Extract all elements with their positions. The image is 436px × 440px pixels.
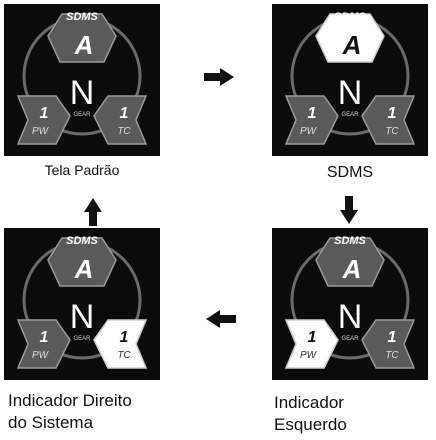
mode-value: A <box>342 254 362 284</box>
gear-value: N <box>338 74 363 112</box>
gear-value: N <box>70 298 95 336</box>
caption-sdms: SDMS <box>326 164 374 181</box>
top-segment <box>315 13 385 63</box>
arrow-down-icon <box>340 196 358 224</box>
display-screen: SDMS A N GEAR 1 PW 1 TC <box>4 228 160 380</box>
gear-value: N <box>338 298 363 336</box>
caption-line: Indicador Direito <box>8 391 132 410</box>
mode-value: A <box>74 254 94 284</box>
panel-sdms: SDMS A N GEAR 1 PW 1 TC <box>272 4 428 156</box>
right-label: TC <box>117 350 131 361</box>
left-label: PW <box>32 350 50 361</box>
mode-value: A <box>342 30 362 60</box>
arrow-right-icon <box>204 68 234 86</box>
display-screen: SDMS A N GEAR 1 PW 1 TC <box>272 228 428 380</box>
display-screen: SDMS A N GEAR 1 PW 1 TC <box>4 4 160 156</box>
left-segment <box>16 319 71 369</box>
panel-default-screen: SDMS A N GEAR 1 PW 1 TC <box>4 4 160 156</box>
right-value: 1 <box>120 105 129 122</box>
mode-value: A <box>74 30 94 60</box>
left-label: PW <box>32 126 50 137</box>
display-screen: SDMS A N GEAR 1 PW 1 TC <box>272 4 428 156</box>
right-segment <box>93 319 148 369</box>
gear-label: GEAR <box>73 336 91 342</box>
arrow-up-icon <box>84 198 102 226</box>
top-segment <box>47 237 117 287</box>
left-segment <box>16 95 71 145</box>
gear-label: GEAR <box>341 336 359 342</box>
left-label: PW <box>300 350 318 361</box>
gear-label: GEAR <box>73 112 91 118</box>
caption-line: Indicador <box>274 393 344 412</box>
right-label: TC <box>385 126 399 137</box>
top-segment <box>47 13 117 63</box>
gear-label: GEAR <box>341 112 359 118</box>
caption-left-indicator: Indicador Esquerdo <box>274 392 347 436</box>
caption-line: do Sistema <box>8 413 94 432</box>
sdms-label: SDMS <box>66 11 98 23</box>
caption-line: Esquerdo <box>274 415 347 434</box>
right-label: TC <box>117 126 131 137</box>
right-label: TC <box>385 350 399 361</box>
sdms-label: SDMS <box>334 11 366 23</box>
left-value: 1 <box>308 105 317 122</box>
panel-right-indicator: SDMS A N GEAR 1 PW 1 TC <box>4 228 160 380</box>
left-value: 1 <box>308 329 317 346</box>
panel-left-indicator: SDMS A N GEAR 1 PW 1 TC <box>272 228 428 380</box>
right-segment <box>361 319 416 369</box>
arrow-left-icon <box>206 310 236 328</box>
right-value: 1 <box>388 105 397 122</box>
right-segment <box>361 95 416 145</box>
sdms-label: SDMS <box>66 235 98 247</box>
left-value: 1 <box>40 105 49 122</box>
gear-value: N <box>70 74 95 112</box>
caption-default-screen: Tela Padrão <box>44 162 120 178</box>
caption-right-indicator: Indicador Direito do Sistema <box>8 390 132 434</box>
left-value: 1 <box>40 329 49 346</box>
top-segment <box>315 237 385 287</box>
left-segment <box>284 319 339 369</box>
sdms-label: SDMS <box>334 235 366 247</box>
right-value: 1 <box>388 329 397 346</box>
left-segment <box>284 95 339 145</box>
left-label: PW <box>300 126 318 137</box>
right-segment <box>93 95 148 145</box>
right-value: 1 <box>120 329 129 346</box>
